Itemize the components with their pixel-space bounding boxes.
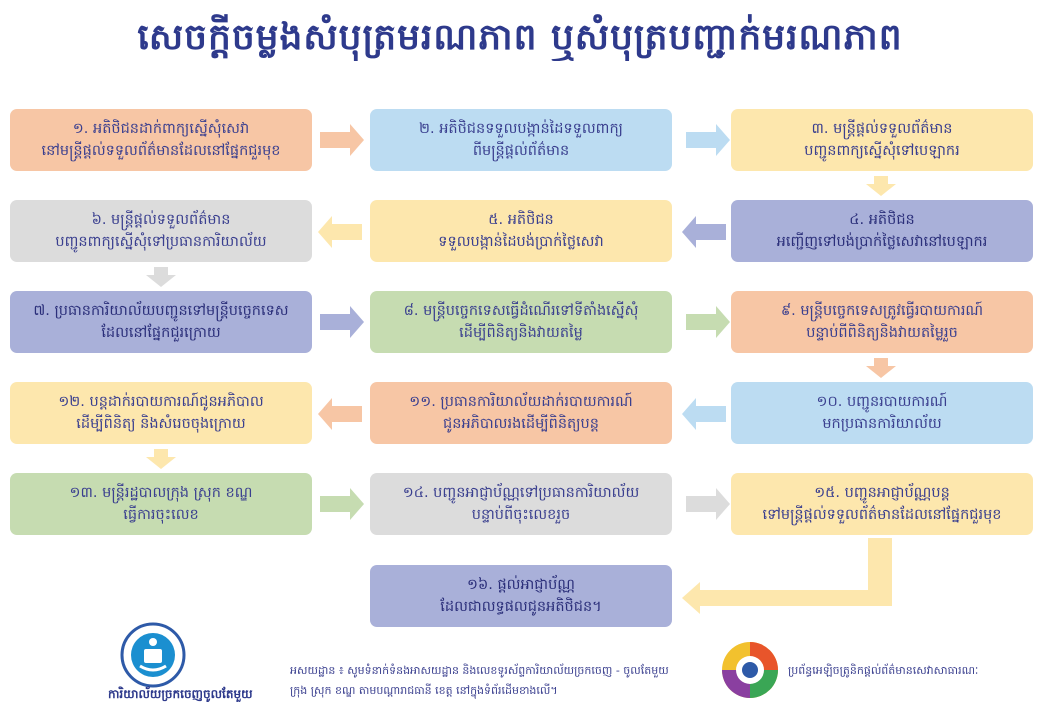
one-window-service-logo-icon	[120, 622, 186, 688]
logo-caption: ការិយាល័យច្រកចេញចូលតែមួយ	[108, 687, 253, 701]
arrow-5-6	[318, 216, 362, 248]
step-16-line2: ដែលជាលទ្ធផលជូនអតិថិជន។	[440, 599, 602, 615]
step-11-box: ១១. ប្រធានការិយាល័យដាក់របាយការណ៍ ជូនអភិប…	[370, 382, 672, 444]
step-3-box: ៣. មន្ត្រីផ្តល់ទទួលព័ត៌មាន បញ្ជូនពាក្យស្…	[731, 109, 1033, 171]
step-15-box: ១៥. បញ្ជូនអាជ្ញាប័ណ្ណបន្ត ទៅមន្ត្រីផ្តល់…	[731, 473, 1033, 535]
arrow-8-9	[686, 306, 730, 338]
step-7-box: ៧. ប្រធានការិយាល័យបញ្ជូនទៅមន្ត្រីបច្ចេកទ…	[10, 291, 312, 353]
public-service-info-logo-icon	[722, 642, 778, 698]
arrow-4-5	[682, 216, 726, 248]
info-system-label: ប្រព័ន្ធអេឡិចត្រូនិកផ្តល់ព័ត៌មានសេវាសាធា…	[788, 664, 979, 677]
step-4-line1: ៤. អតិថិជន	[849, 212, 915, 228]
step-5-line1: ៥. អតិថិជន	[488, 212, 554, 228]
arrow-1-2	[320, 124, 364, 156]
step-9-box: ៩. មន្ត្រីបច្ចេកទេសត្រូវធ្វើរបាយការណ៍ បន…	[731, 291, 1033, 353]
step-6-line2: បញ្ជូនពាក្យស្នើសុំទៅប្រធានការិយាល័យ	[55, 234, 267, 250]
step-13-line1: ១៣. មន្ត្រីរដ្ឋបាលក្រុង ស្រុក ខណ្ឌ	[69, 485, 253, 501]
arrow-14-15	[686, 488, 730, 520]
step-12-line2: ដើម្បីពិនិត្យ និងសំរេចចុងក្រោយ	[76, 416, 246, 432]
arrow-15-16	[682, 538, 892, 614]
step-10-line1: ១០. បញ្ជូនរបាយការណ៍	[816, 394, 948, 410]
step-9-line2: បន្ទាប់ពីពិនិត្យនិងវាយតម្លៃរួច	[806, 325, 958, 341]
step-4-box: ៤. អតិថិជន អញ្ជើញទៅបង់ប្រាក់ថ្លៃសេវានៅបេ…	[731, 200, 1033, 262]
step-14-box: ១៤. បញ្ជូនអាជ្ញាប័ណ្ណទៅប្រធានការិយាល័យ ប…	[370, 473, 672, 535]
step-10-box: ១០. បញ្ជូនរបាយការណ៍ មកប្រធានការិយាល័យ	[731, 382, 1033, 444]
arrow-9-10	[866, 358, 896, 378]
step-4-line2: អញ្ជើញទៅបង់ប្រាក់ថ្លៃសេវានៅបេឡាករ	[776, 234, 988, 250]
step-2-line1: ២. អតិថិជនទទួលបង្កាន់ដៃទទួលពាក្យ	[419, 121, 623, 137]
step-2-box: ២. អតិថិជនទទួលបង្កាន់ដៃទទួលពាក្យ ពីមន្ត្…	[370, 109, 672, 171]
step-9-line1: ៩. មន្ត្រីបច្ចេកទេសត្រូវធ្វើរបាយការណ៍	[780, 303, 984, 319]
arrow-3-4	[866, 176, 896, 196]
arrow-13-14	[320, 488, 364, 520]
step-1-line1: ១. អតិថិជនដាក់ពាក្យស្នើសុំសេវា	[72, 121, 250, 137]
step-16-line1: ១៦. ផ្តល់អាជ្ញាប័ណ្ណ	[467, 577, 575, 593]
step-11-line1: ១១. ប្រធានការិយាល័យដាក់របាយការណ៍	[409, 394, 633, 410]
step-10-line2: មកប្រធានការិយាល័យ	[822, 416, 942, 432]
step-12-line1: ១២. បន្តដាក់របាយការណ៍ជូនអភិបាល	[58, 394, 264, 410]
step-15-line2: ទៅមន្ត្រីផ្តល់ទទួលព័ត៌មានដែលនៅផ្នែកជួរមុ…	[762, 507, 1002, 523]
arrow-12-13	[146, 449, 176, 469]
step-7-line2: ដែលនៅផ្នែកជួរក្រោយ	[101, 325, 221, 341]
step-8-line1: ៨. មន្ត្រីបច្ចេកទេសធ្វើដំណើរទៅទីតាំងស្នើ…	[403, 303, 639, 319]
address-line-2: ក្រុង ស្រុក ខណ្ឌ តាមបណ្តារាជធានី ខេត្ត ន…	[290, 684, 558, 697]
page-title: សេចក្តីចម្លងសំបុត្រមរណភាព ឬសំបុត្របញ្ជាក…	[137, 17, 903, 58]
step-3-line2: បញ្ជូនពាក្យស្នើសុំទៅបេឡាករ	[804, 143, 960, 159]
step-6-line1: ៦. មន្ត្រីផ្តល់ទទួលព័ត៌មាន	[91, 212, 231, 228]
step-1-box: ១. អតិថិជនដាក់ពាក្យស្នើសុំសេវា នៅមន្ត្រី…	[10, 109, 312, 171]
step-12-box: ១២. បន្តដាក់របាយការណ៍ជូនអភិបាល ដើម្បីពិន…	[10, 382, 312, 444]
arrow-11-12	[318, 398, 362, 430]
step-8-box: ៨. មន្ត្រីបច្ចេកទេសធ្វើដំណើរទៅទីតាំងស្នើ…	[370, 291, 672, 353]
step-7-line1: ៧. ប្រធានការិយាល័យបញ្ជូនទៅមន្ត្រីបច្ចេកទ…	[33, 303, 289, 319]
arrow-7-8	[320, 306, 364, 338]
step-6-box: ៦. មន្ត្រីផ្តល់ទទួលព័ត៌មាន បញ្ជូនពាក្យស្…	[10, 200, 312, 262]
step-15-line1: ១៥. បញ្ជូនអាជ្ញាប័ណ្ណបន្ត	[814, 485, 950, 501]
arrow-6-7	[146, 267, 176, 287]
step-2-line2: ពីមន្ត្រីផ្តល់ព័ត៌មាន	[472, 143, 570, 159]
step-8-line2: ដើម្បីពិនិត្យនិងវាយតម្លៃ	[459, 325, 583, 341]
step-1-line2: នៅមន្ត្រីផ្តល់ទទួលព័ត៌មានដែលនៅផ្នែកជួរមុ…	[41, 143, 281, 159]
address-line-1: អសយដ្ឋាន ៖ សូមទំនាក់ទំនងអាសយដ្ឋាន និងលេខ…	[290, 664, 669, 677]
arrow-10-11	[682, 398, 726, 430]
step-16-box: ១៦. ផ្តល់អាជ្ញាប័ណ្ណ ដែលជាលទ្ធផលជូនអតិថិ…	[370, 565, 672, 627]
step-13-box: ១៣. មន្ត្រីរដ្ឋបាលក្រុង ស្រុក ខណ្ឌ ធ្វើក…	[10, 473, 312, 535]
step-14-line1: ១៤. បញ្ជូនអាជ្ញាប័ណ្ណទៅប្រធានការិយាល័យ	[402, 485, 640, 501]
step-3-line1: ៣. មន្ត្រីផ្តល់ទទួលព័ត៌មាន	[811, 121, 953, 137]
step-13-line2: ធ្វើការចុះលេខ	[123, 507, 199, 523]
arrow-2-3	[686, 124, 730, 156]
step-5-line2: ទទួលបង្កាន់ដៃបង់ប្រាក់ថ្លៃសេវា	[438, 234, 604, 250]
step-11-line2: ជូនអភិបាលរងដើម្បីពិនិត្យបន្ត	[443, 416, 599, 432]
step-14-line2: បន្ទាប់ពីចុះលេខរួច	[471, 507, 571, 523]
step-5-box: ៥. អតិថិជន ទទួលបង្កាន់ដៃបង់ប្រាក់ថ្លៃសេវ…	[370, 200, 672, 262]
